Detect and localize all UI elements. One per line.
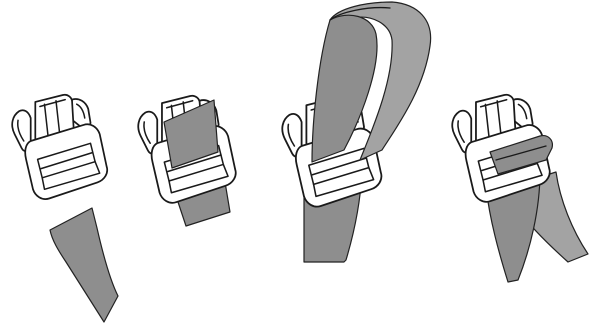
step-2-group — [138, 96, 235, 226]
step-3-group — [282, 2, 430, 262]
buckle-step-1 — [12, 95, 107, 199]
step-4-group — [452, 95, 588, 282]
step-1-group — [12, 95, 118, 322]
strap-step-1 — [50, 208, 118, 322]
